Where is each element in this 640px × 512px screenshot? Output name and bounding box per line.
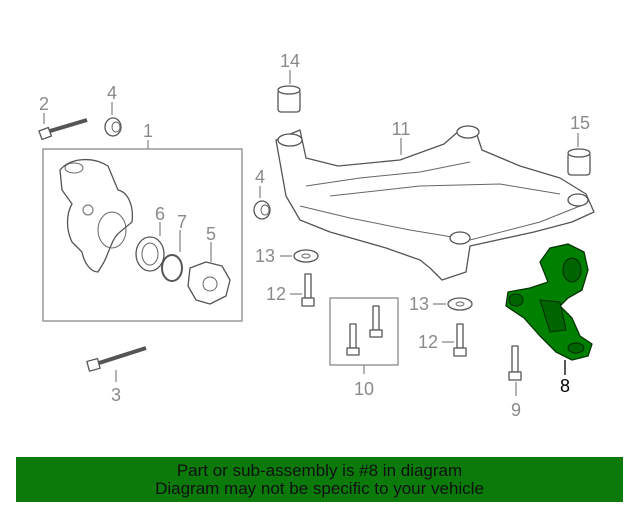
- callout-2: 2: [39, 94, 49, 114]
- callout-11: 11: [392, 119, 411, 139]
- bolt-2[interactable]: [38, 113, 88, 141]
- banner-line-1: Part or sub-assembly is #8 in diagram: [176, 460, 463, 480]
- subframe-body: [275, 129, 595, 281]
- snap-ring[interactable]: [161, 254, 183, 282]
- bolt-kit-box: [329, 297, 399, 366]
- callout-6: 6: [155, 204, 165, 224]
- bearing-inner: [141, 242, 159, 266]
- steering-knuckle[interactable]: [59, 159, 134, 273]
- subframe-mount-rl: [449, 231, 471, 245]
- control-arm-front-bushing: [508, 293, 524, 307]
- callout-4b: 4: [255, 167, 265, 187]
- callout-7: 7: [177, 212, 187, 232]
- ball-joint: [567, 342, 585, 354]
- parts-diagram: 1 2 3 4 4 5 6 7 8 9 10 11 12 12 13 13 14…: [38, 51, 595, 420]
- callout-15: 15: [570, 113, 590, 133]
- bushing-4a[interactable]: [104, 102, 122, 137]
- subframe-rail-rear: [299, 205, 581, 241]
- callout-13b: 13: [409, 294, 429, 314]
- subframe-mount-fl: [277, 133, 303, 147]
- callout-12b: 12: [418, 332, 438, 352]
- subframe-rail-front: [305, 161, 471, 187]
- bolt-2-shank: [49, 118, 88, 133]
- callout-1: 1: [143, 121, 153, 141]
- banner-line-2: Diagram may not be specific to your vehi…: [155, 478, 484, 498]
- knuckle-assembly-group: [42, 140, 243, 322]
- bolt-12a[interactable]: [290, 273, 315, 307]
- control-arm-web: [539, 299, 567, 333]
- washer-13a[interactable]: [280, 249, 319, 263]
- washer-13b[interactable]: [433, 297, 473, 311]
- knuckle-bore: [97, 211, 127, 249]
- callout-9: 9: [511, 400, 521, 420]
- subframe-crossmember: [329, 183, 561, 197]
- bushing-14[interactable]: [277, 70, 301, 113]
- callout-5: 5: [206, 224, 216, 244]
- info-banner: Part or sub-assembly is #8 in diagram Di…: [16, 457, 623, 502]
- assembly-box: [42, 148, 243, 322]
- hub-center: [202, 276, 218, 292]
- callout-12a: 12: [266, 284, 286, 304]
- wheel-hub[interactable]: [187, 261, 231, 305]
- bolt-12b[interactable]: [442, 323, 467, 357]
- subframe[interactable]: [275, 125, 595, 281]
- bushing-4b[interactable]: [253, 186, 271, 220]
- callout-10: 10: [354, 379, 374, 399]
- callout-14: 14: [280, 51, 300, 71]
- lower-control-arm[interactable]: [505, 243, 593, 375]
- callout-13a: 13: [255, 246, 275, 266]
- control-arm-bushing: [562, 257, 582, 283]
- bushing-15[interactable]: [567, 133, 591, 176]
- bolt-kit-10[interactable]: [329, 297, 399, 374]
- subframe-mount-rr: [567, 193, 589, 207]
- knuckle-hole: [82, 204, 94, 216]
- bolt-3[interactable]: [86, 346, 147, 382]
- wheel-bearing[interactable]: [135, 236, 165, 272]
- subframe-mount-fr: [456, 125, 480, 139]
- callout-3: 3: [111, 385, 121, 405]
- knuckle-strut-mount: [64, 162, 84, 174]
- bolt-2-head: [38, 126, 53, 141]
- callout-8: 8: [560, 376, 570, 396]
- callout-4a: 4: [107, 83, 117, 103]
- bolt-9[interactable]: [508, 345, 522, 396]
